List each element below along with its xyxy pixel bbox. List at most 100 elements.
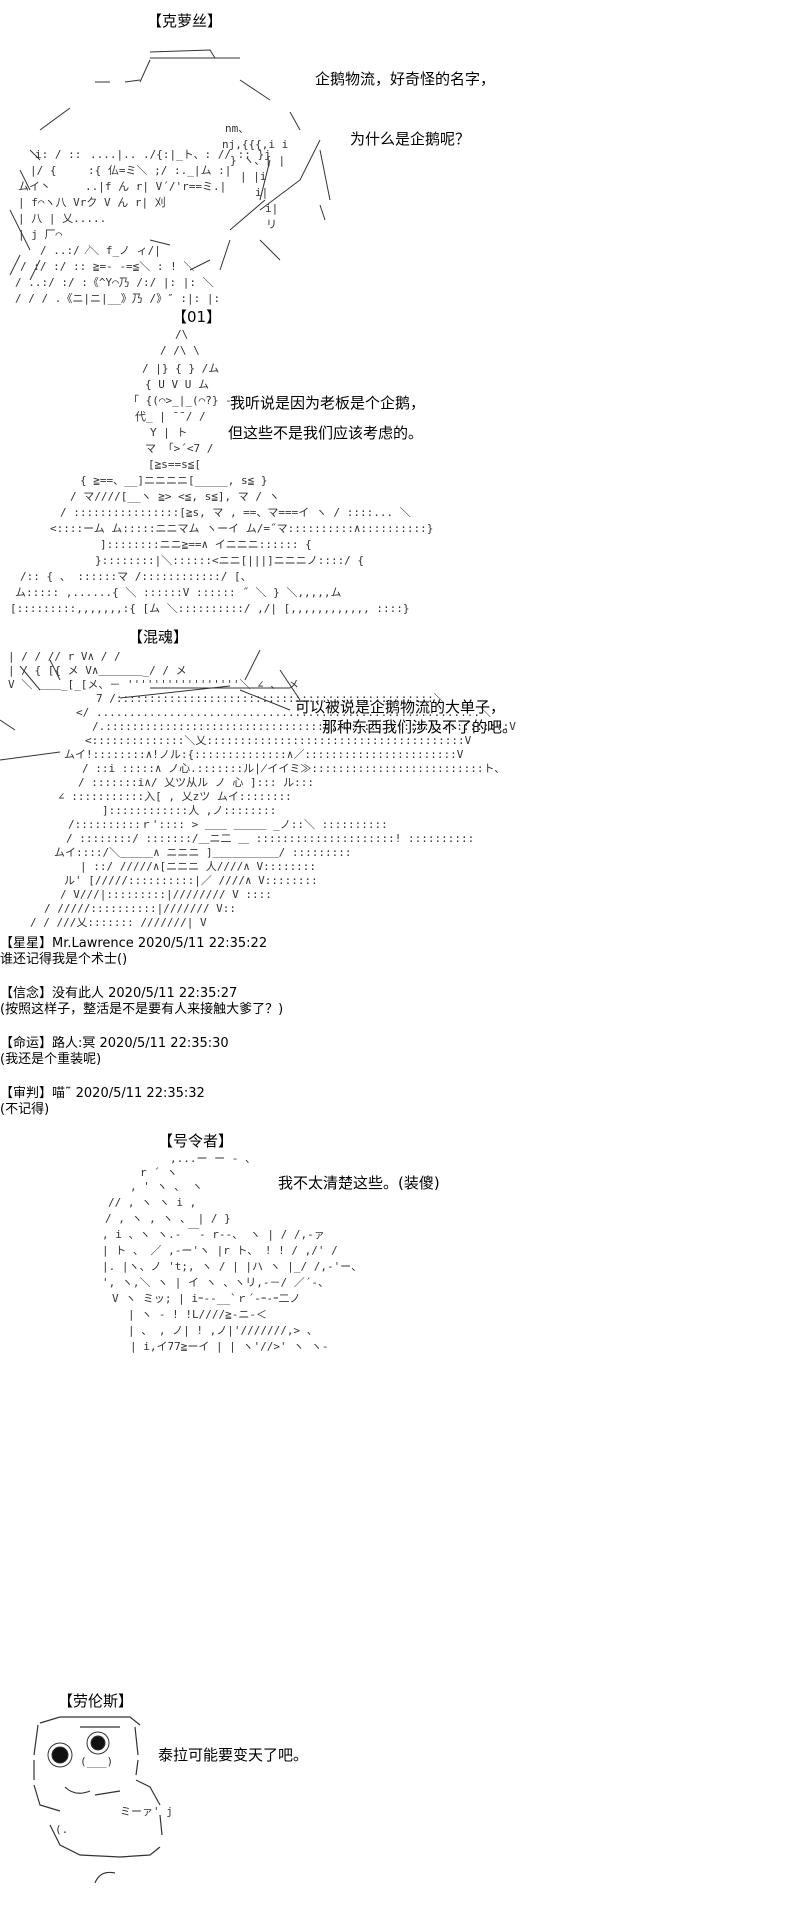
dialogue-line: 泰拉可能要变天了吧。 — [158, 1746, 309, 1764]
svg-text:(___): (___) — [80, 1755, 113, 1768]
svg-text:nj,{{{,i i: nj,{{{,i i — [222, 138, 288, 151]
svg-text:| 八 | 乂.....: | 八 | 乂..... — [18, 212, 106, 225]
svg-text:/ マ////[__ヽ ≧> <≦, s≦], マ / ヽ: / マ////[__ヽ ≧> <≦, s≦], マ / ヽ — [70, 490, 280, 503]
svg-text:ムイ::::/＼＿＿＿∧ ニニニ ]＿＿＿＿＿＿/ :::: ムイ::::/＼＿＿＿∧ ニニニ ]＿＿＿＿＿＿/ ::::::::: — [54, 846, 351, 859]
svg-text:/ /\ \: / /\ \ — [160, 344, 200, 357]
svg-text:/::::::::::ｒ':::: > ＿＿ ＿: /::::::::::ｒ':::: > ＿＿ ＿＿＿ _ノ::＼ :::::::… — [68, 818, 388, 831]
svg-text:| ヽ - ! !L: | ヽ - ! !L////≧-ニ-＜ — [128, 1308, 267, 1321]
svg-text:i|: i| — [265, 202, 278, 215]
character-name-lawrence: 【劳伦斯】 — [58, 1692, 134, 1710]
svg-text:| ト 、 ／ ,-ー'ヽ |r: | ト 、 ／ ,-ー'ヽ |r ト、 ! ! / ,/' / — [102, 1244, 338, 1257]
chat-body: 谁还记得我是个术士() — [0, 952, 128, 967]
svg-text:/ ::::::::/ :::::::/＿ニ二 ＿ ::::: / ::::::::/ :::::::/＿ニ二 ＿ ::::::::::::::… — [66, 832, 474, 845]
svg-text:i: / ::: i: / :: — [35, 148, 81, 161]
svg-text:[:::::::::,,,,,,,:{ [ム: [:::::::::,,,,,,,:{ [ム ＼::::::::::/ ,/| … — [10, 602, 410, 615]
character-name-klaus: 【克萝丝】 — [147, 12, 223, 30]
svg-text:}::::::::|＼::::::<ニニ[|||]ニニニノ:: }::::::::|＼::::::<ニニ[|||]ニニニノ::::/ { — [95, 554, 364, 567]
svg-text:/ |} { } /ム: / |} { } /ム — [142, 362, 219, 375]
svg-text:</ ...........................: </ .....................................… — [76, 706, 491, 719]
chat-log: 【星星】Mr.Lawrence 2020/5/11 22:35:22 谁还记得我… — [0, 936, 283, 1118]
dialogue-line: 但这些不是我们应该考虑的。 — [228, 424, 424, 442]
svg-text:マ 「>´<7 /: マ 「>´<7 / — [145, 442, 213, 455]
dialogue-line: 我不太清楚这些。(装傻) — [278, 1174, 440, 1192]
svg-text:{ ≧==、__]ニニニニ[_____, s≦ }: { ≧==、__]ニニニニ[_____, s≦ } — [80, 474, 267, 487]
svg-text:nm、: nm、 — [225, 122, 249, 135]
ascii-art-character: | / / // r V∧ / / | / { [{ メ V∧＿＿＿＿_/ / … — [0, 649, 516, 929]
svg-text:ム::::: ,......{ ＼ ::::::V :: ム::::: ,......{ ＼ ::::::V :::::: ˝ ＼ } ＼… — [15, 586, 342, 599]
svg-text:[≧s==s≦[: [≧s==s≦[ — [148, 458, 201, 471]
dialogue-line: 企鹅物流，好奇怪的名字， — [315, 70, 496, 88]
svg-text:....|.. ./{:|_ト、: // :: }j: ....|.. ./{:|_ト、: // :: }j — [90, 148, 271, 161]
svg-text:7 /:::::::::::::::::::::::::::: 7 /:::::::::::::::::::::::::::::::::::::… — [96, 692, 445, 705]
chat-body: (我还是个重装呢) — [0, 1052, 102, 1067]
svg-text:リ: リ — [266, 218, 277, 231]
svg-text:| ::/ /////∧[ニニニ 人////∧: | ::/ /////∧[ニニニ 人////∧ V:::::::: — [80, 860, 316, 873]
svg-text:| |i: | |i — [240, 170, 267, 183]
dialogue-line: 为什么是企鹅呢？ — [350, 130, 471, 148]
chat-header: 【信念】没有此人 2020/5/11 22:35:27 — [0, 986, 238, 1001]
svg-text:| / { [{ メ V∧＿＿: | / { [{ メ V∧＿＿＿＿_/ / メ — [8, 664, 187, 677]
chat-body: (不记得) — [0, 1102, 50, 1117]
dialogue-line: 可以被说是企鹅物流的大单子， — [295, 698, 506, 716]
chat-header: 【命运】路人:冥 2020/5/11 22:35:30 — [0, 1036, 229, 1051]
svg-text:∠ :::::::::::入[ ,: ∠ :::::::::::入[ , 乂zツ ムイ:::::::: — [58, 790, 292, 803]
character-name-01: 【01】 — [172, 308, 222, 326]
ascii-art-character: (___) ミーァ' j (. — [33, 1716, 173, 1884]
character-name-commander: 【号令者】 — [158, 1132, 234, 1150]
svg-text:ムイ丶: ムイ丶 — [18, 180, 51, 193]
svg-text:|. |ヽ、ノ 't;, ヽ / | |: |. |ヽ、ノ 't;, ヽ / | |ハ ヽ |_/ /,-'ー、 — [102, 1260, 362, 1273]
chat-body: (按照这样子，整活是不是要有人来接触大爹了？) — [0, 1002, 284, 1017]
svg-text:r ´: r ´ ヽ — [140, 1166, 178, 1179]
svg-text:V ヽ ミッ; | iｰ: V ヽ ミッ; | iｰ--__`ｒ´-ｰ-ｰ二ノ — [112, 1292, 300, 1305]
svg-text:V ＼ ＿＿_[_[メ、－ '''''''''''': V ＼ ＿＿_[_[メ、－ '''''''''''''''''＼ ∠ 、 メ — [8, 678, 299, 691]
chat-header: 【星星】Mr.Lawrence 2020/5/11 22:35:22 — [0, 936, 268, 951]
svg-text:| j 厂⌒: | j 厂⌒ — [18, 228, 62, 241]
svg-text:, ' ヽ 、: , ' ヽ 、 ヽ — [130, 1180, 203, 1193]
svg-text:..|f ん r| V´/'r==ミ.|: ..|f ん r| V´/'r==ミ.| — [85, 180, 226, 193]
chat-message: 【信念】没有此人 2020/5/11 22:35:27 (按照这样子，整活是不是… — [0, 986, 283, 1018]
chat-header: 【审判】喵˜ 2020/5/11 22:35:32 — [0, 1086, 205, 1101]
svg-text:| / / // r V∧: | / / // r V∧ / / — [8, 650, 121, 663]
svg-text:/.::::::::::::::::::::::::::::: /.::::::::::::::::::::::::::::::::::::::… — [92, 720, 516, 733]
svg-text:/\: /\ — [175, 328, 188, 341]
svg-text:/ , ヽ , ヽ 、: / , ヽ , ヽ 、 | / } — [105, 1212, 231, 1225]
svg-text:|/ {: |/ { — [30, 164, 57, 177]
svg-text:/ / / .《ニ|ニ|__》乃 /》″ :|: / / / .《ニ|ニ|__》乃 /》″ :|: |: — [15, 292, 220, 305]
svg-text:i|: i| — [255, 186, 268, 199]
svg-text:/ :::::::i∧/ 乂ツ从ル ノ 心 ]:: / :::::::i∧/ 乂ツ从ル ノ 心 ]::: ル::: — [78, 776, 314, 789]
svg-text:/ ::i :::::∧ ノ心.:::::::ル∤イイミ≫:: / ::i :::::∧ ノ心.:::::::ル∤イイミ≫:::::::::::… — [82, 762, 505, 775]
svg-text:ムイ!::::::::∧!ノル:{:::::::::::::: ムイ!::::::::∧!ノル:{::::::::::::::∧／:::::::… — [64, 748, 464, 761]
svg-text:/ ::::::::::::::::[≧s, マ , ==: / ::::::::::::::::[≧s, マ , ==、マ===イ ヽ / … — [60, 506, 411, 519]
svg-text:(.: (. — [55, 1823, 68, 1836]
chat-message: 【星星】Mr.Lawrence 2020/5/11 22:35:22 谁还记得我… — [0, 936, 283, 968]
svg-text:| f⌒ヽ八 Vrク V ん r| 刈: | f⌒ヽ八 Vrク V ん r| 刈 — [18, 196, 166, 209]
svg-text:{ U V U ム: { U V U ム — [145, 378, 209, 391]
svg-text:,...ー ー - 、: ,...ー ー - 、 — [170, 1152, 256, 1165]
character-name-hunhun: 【混魂】 — [128, 628, 189, 646]
svg-text:/ / ///乂::::::: ////: / / ///乂::::::: ///////| V — [30, 916, 207, 929]
ascii-art-character: /\ / /\ \ / |} { } /ム { U V U ム 「 {(⌒>_|… — [10, 328, 433, 615]
svg-text:/:: { 、 ::::::マ /::: /:: { 、 ::::::マ /::::::::::::/ [、 — [20, 570, 252, 583]
svg-text:代_ | ̄ ̄ / /: 代_ | ̄ ̄ / / — [135, 410, 206, 423]
svg-text:ミーァ' j: ミーァ' j — [120, 1805, 173, 1818]
svg-text:| i,イ77≧ーイ | | ヽ'//: | i,イ77≧ーイ | | ヽ'//>' ヽ ヽ- — [130, 1340, 328, 1353]
svg-text:} ヽ、[ |: } ヽ、[ | — [230, 154, 285, 167]
svg-text:ル' [/////::::::::::|／ ////∧: ル' [/////::::::::::|／ ////∧ V:::::::: — [64, 874, 318, 887]
ascii-art-character: ,...ー ー - 、 r ´ ヽ , ' ヽ 、 ヽ // , ヽ ヽ i ,… — [102, 1152, 362, 1353]
svg-text:/ ..:/ ⁄＼ f_ノ ィ/|: / ..:/ ⁄＼ f_ノ ィ/| — [40, 244, 161, 257]
svg-text:]::::::::::::人: ]::::::::::::人 ,ノ:::::::: — [102, 804, 276, 817]
dialogue-line: 我听说是因为老板是个企鹅， — [230, 394, 426, 412]
svg-text:/ :/ :/ :: ≧=- -=≦＼ : !: / :/ :/ :: ≧=- -=≦＼ : ! ＼ — [20, 260, 194, 273]
svg-text:/ V///|:::::::::|//////: / V///|:::::::::|//////// V :::: — [60, 888, 272, 901]
svg-text:Y | ト: Y | ト — [150, 426, 188, 439]
svg-text:| 、 , ノ| ! ,ノ|': | 、 , ノ| ! ,ノ|'///////,> 、 — [128, 1324, 318, 1337]
chat-message: 【命运】路人:冥 2020/5/11 22:35:30 (我还是个重装呢) — [0, 1036, 283, 1068]
svg-text:', ヽ,＼ ヽ | イ: ', ヽ,＼ ヽ | イ ヽ 、ヽリ,-－/ ／´‐、 — [102, 1276, 329, 1289]
svg-text:<::::::::::::::＼乂:::::::::::::: <::::::::::::::＼乂:::::::::::::::::::::::… — [85, 734, 472, 747]
chat-message: 【审判】喵˜ 2020/5/11 22:35:32 (不记得) — [0, 1086, 283, 1118]
svg-text:]::::::::ニニ≧==∧ イニニニ:::::: {: ]::::::::ニニ≧==∧ イニニニ:::::: { — [100, 538, 312, 551]
dialogue-line: 那种东西我们涉及不了的吧。 — [322, 718, 518, 736]
svg-text:/ ..:/ :/ :《^Y⌒乃 /:/ |: |: / ..:/ :/ :《^Y⌒乃 /:/ |: |: ＼ — [15, 276, 214, 289]
svg-text:/ /////::::::::::|//: / /////::::::::::|/////// V:: — [44, 902, 236, 915]
svg-text::{ 仏=ミ＼ ;/ :._|ム :|: :{ 仏=ミ＼ ;/ :._|ム :| — [88, 164, 231, 177]
